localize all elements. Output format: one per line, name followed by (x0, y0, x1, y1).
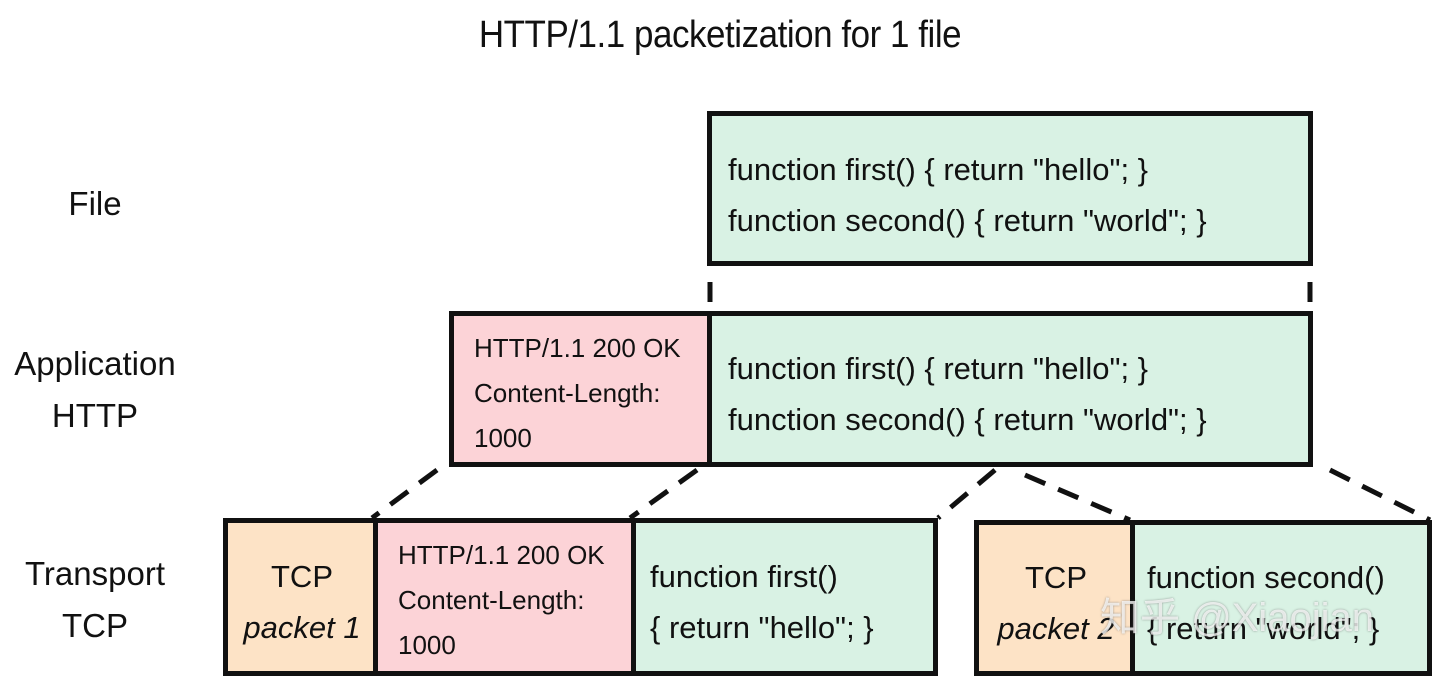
layer-label-file-text: File (68, 185, 122, 222)
tcp-packet-1-http-header-line-1: HTTP/1.1 200 OK (398, 540, 605, 570)
http-body-box: function first() { return "hello"; } fun… (707, 311, 1313, 467)
http-header-content: HTTP/1.1 200 OK Content-Length: 1000 (474, 326, 710, 461)
connector-split-right (936, 468, 997, 520)
tcp-packet-2-header-box: TCP packet 2 (974, 520, 1138, 676)
tcp-packet-2-label-name: packet 2 (997, 611, 1115, 646)
tcp-packet-2-label-tcp: TCP (1025, 560, 1087, 595)
connector-split-left (628, 467, 699, 521)
layer-label-transport: Transport TCP (0, 548, 190, 652)
connector-header-left (370, 467, 439, 521)
tcp-packet-2-body-content: function second() { return "world"; } (1147, 552, 1427, 654)
tcp-packet-2-body-line-1: function second() (1147, 560, 1385, 595)
tcp-packet-1-http-header-box: HTTP/1.1 200 OK Content-Length: 1000 (373, 518, 639, 676)
http-header-line-2: Content-Length: (474, 378, 661, 408)
connector-packet2-right (1328, 467, 1432, 523)
layer-label-application-line-2: HTTP (51, 397, 139, 434)
tcp-packet-1-label: TCP packet 1 (228, 551, 376, 653)
tcp-packet-1-label-name: packet 1 (243, 610, 361, 645)
tcp-packet-1-body-line-1: function first() (650, 559, 838, 594)
layer-label-transport-line-2: TCP (62, 607, 128, 644)
tcp-packet-1-http-header-content: HTTP/1.1 200 OK Content-Length: 1000 (398, 533, 634, 668)
file-box: function first() { return "hello"; } fun… (707, 111, 1313, 266)
tcp-packet-1-header-box: TCP packet 1 (223, 518, 381, 676)
http-header-box: HTTP/1.1 200 OK Content-Length: 1000 (449, 311, 715, 467)
http-body-line-2: function second() { return "world"; } (728, 402, 1207, 437)
layer-label-transport-line-1: Transport (25, 555, 165, 592)
http-body-content: function first() { return "hello"; } fun… (728, 343, 1308, 445)
file-content: function first() { return "hello"; } fun… (728, 144, 1308, 246)
tcp-packet-1-label-tcp: TCP (271, 559, 333, 594)
connector-packet2-left (1024, 472, 1131, 523)
tcp-packet-1-body-line-2: { return "hello"; } (650, 610, 874, 645)
http-header-line-1: HTTP/1.1 200 OK (474, 333, 681, 363)
tcp-packet-2-body-box: function second() { return "world"; } (1130, 520, 1432, 676)
http-body-line-1: function first() { return "hello"; } (728, 351, 1149, 386)
watermark: 知乎 @Xiaojian (1100, 596, 1375, 640)
tcp-packet-1-http-header-line-2: Content-Length: (398, 585, 585, 615)
tcp-packet-1-http-header-line-3: 1000 (398, 630, 456, 660)
file-line-2: function second() { return "world"; } (728, 203, 1207, 238)
file-line-1: function first() { return "hello"; } (728, 152, 1149, 187)
tcp-packet-1-body-content: function first() { return "hello"; } (650, 551, 933, 653)
tcp-packet-1-body-box: function first() { return "hello"; } (631, 518, 938, 676)
diagram-title: HTTP/1.1 packetization for 1 file (478, 14, 962, 56)
layer-label-application: Application HTTP (0, 338, 190, 442)
tcp-packet-2-body-line-2: { return "world"; } (1147, 611, 1380, 646)
tcp-packet-2-label: TCP packet 2 (979, 552, 1133, 654)
layer-label-file: File (30, 178, 160, 230)
http-header-line-3: 1000 (474, 423, 532, 453)
layer-label-application-line-1: Application (14, 345, 176, 382)
